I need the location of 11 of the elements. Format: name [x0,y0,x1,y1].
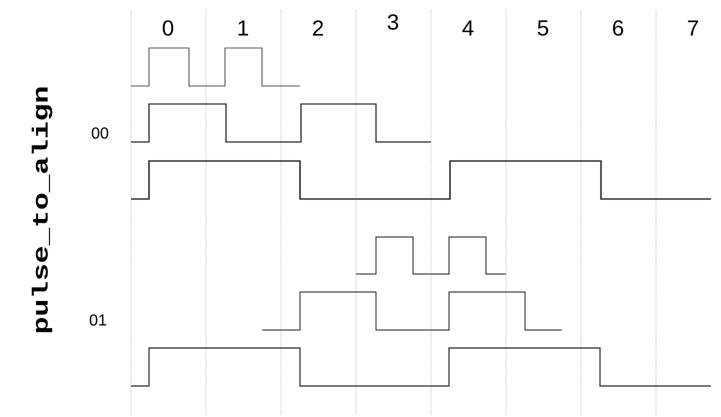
row-label: 01 [90,314,106,326]
column-number: 5 [538,20,548,36]
axis-label: pulse_to_align [32,88,52,332]
column-number: 7 [688,20,698,36]
row-label: 00 [92,127,108,139]
column-number: 1 [238,20,248,36]
column-number: 4 [462,20,474,36]
column-number: 6 [613,20,624,36]
column-number: 2 [313,20,323,36]
column-number: 0 [162,20,174,36]
column-number: 3 [388,14,398,30]
